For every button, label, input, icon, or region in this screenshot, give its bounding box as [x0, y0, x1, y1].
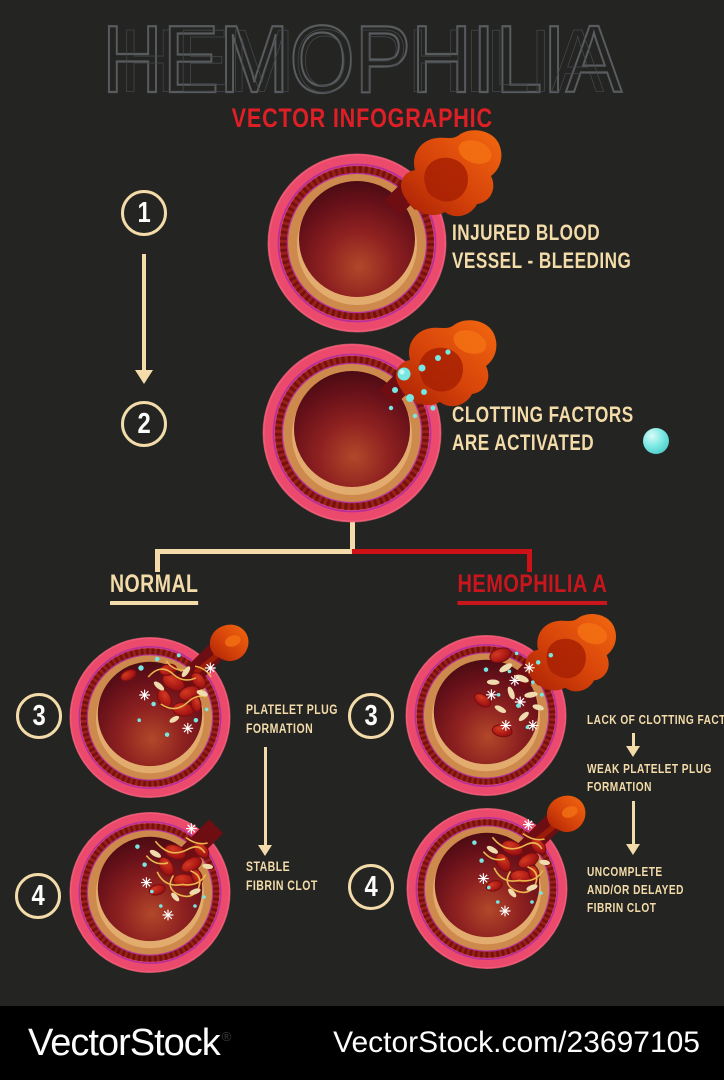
step1-label: INJURED BLOOD VESSEL - BLEEDING [452, 220, 632, 273]
arrow-weak-to-delayed [632, 801, 635, 844]
arrow-lack-to-weak [632, 733, 635, 746]
watermark-bar: VectorStock® VectorStock.com/23697105 [0, 1006, 724, 1080]
hemophilia-step-3-badge: 3 [348, 693, 394, 739]
branch-left-line [155, 549, 355, 554]
arrowhead-plug-to-clot [258, 845, 272, 856]
branch-right-line [352, 549, 532, 554]
page-title: HEMOPHILIA HEMOPHILIA [101, 14, 623, 110]
normal-branch-title: NORMAL [110, 571, 223, 605]
branch-stem-line [350, 512, 355, 552]
platelet-plug-label: PLATELET PLUG FORMATION [246, 702, 338, 736]
weak-platelet-plug-label: WEAK PLATELET PLUG FORMATION [587, 761, 712, 794]
footer-brand: VectorStock® [28, 1021, 232, 1064]
arrow-plug-to-clot [264, 747, 267, 845]
arrowhead-weak-to-delayed [626, 844, 640, 855]
arrowhead-step1-to-step2 [135, 370, 153, 384]
svg-text:HEMOPHILIA: HEMOPHILIA [102, 14, 622, 110]
clotting-factor-icon [643, 428, 670, 455]
step2-label: CLOTTING FACTORS ARE ACTIVATED [452, 401, 685, 457]
svg-text:HEMOPHILIA: HEMOPHILIA [120, 14, 604, 110]
uncomplete-fibrin-clot-label: UNCOMPLETE AND/OR DELAYED FIBRIN CLOT [587, 864, 684, 915]
footer-url: VectorStock.com/23697105 [333, 1026, 700, 1059]
lack-of-clotting-factor-label: LACK OF CLOTTING FACTOR [587, 712, 724, 727]
arrowhead-lack-to-weak [626, 746, 640, 757]
hemophilia-step-4-badge: 4 [348, 864, 394, 910]
normal-step-4-badge: 4 [15, 873, 61, 919]
registered-mark: ® [221, 1028, 232, 1044]
page-subtitle: VECTOR INFOGRAPHIC [231, 103, 493, 133]
arrow-step1-to-step2 [142, 254, 146, 370]
normal-step-3-badge: 3 [16, 693, 62, 739]
step-2-badge: 2 [121, 401, 167, 447]
hemophilia-branch-title: HEMOPHILIA A [420, 571, 608, 605]
branch-right-elbow [527, 549, 532, 572]
stable-fibrin-clot-label: STABLE FIBRIN CLOT [246, 859, 318, 893]
branch-left-elbow [155, 549, 160, 572]
step-1-badge: 1 [121, 190, 167, 236]
